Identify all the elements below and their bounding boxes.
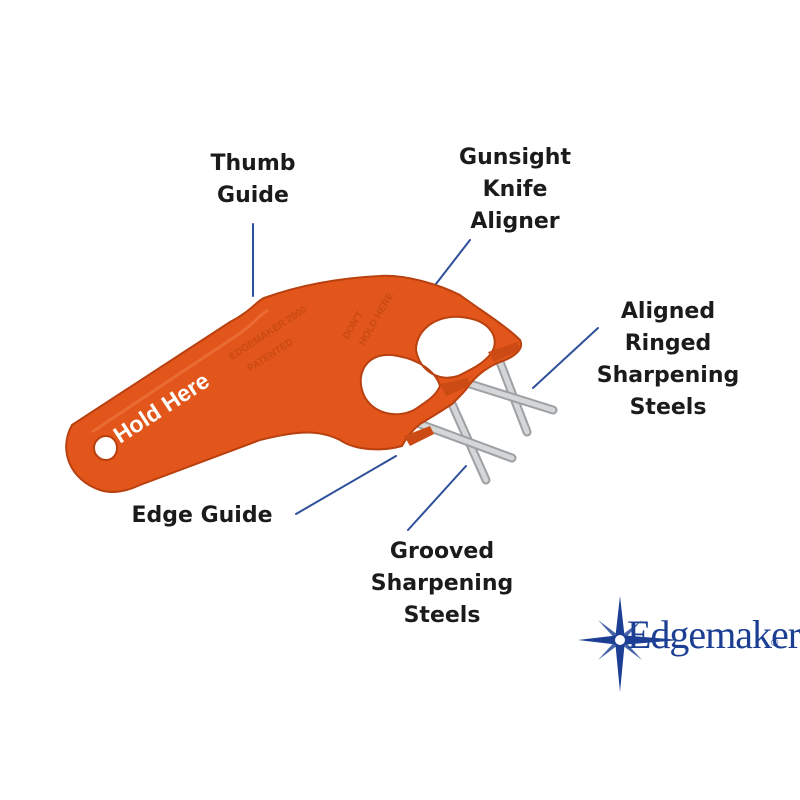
- label-aligned-line-4: Steels: [629, 395, 707, 420]
- edgemaker-logo: Edgemaker ®: [578, 596, 800, 692]
- leader-line-edge-guide: [295, 455, 397, 515]
- sharpening-steels: [415, 357, 558, 485]
- label-thumb-guide-line-2: Guide: [217, 183, 289, 208]
- label-grooved-steels: Grooved Sharpening Steels: [352, 536, 532, 632]
- sharpener-body: Hold Here EDGEMAKER 2000 PATENTED DON'T …: [65, 274, 523, 494]
- label-aligned-steels: Aligned Ringed Sharpening Steels: [580, 296, 756, 424]
- label-gunsight-line-1: Gunsight: [459, 145, 571, 170]
- leader-line-aligned-steels: [532, 327, 599, 389]
- label-gunsight-line-3: Aligner: [470, 209, 560, 234]
- label-grooved-line-2: Sharpening: [370, 571, 514, 596]
- guide-tab-upper: [488, 342, 520, 362]
- grooved-steels: [415, 399, 517, 485]
- leader-line-grooved-steels: [407, 465, 467, 531]
- label-aligned-line-1: Aligned: [620, 299, 716, 324]
- aligned-ringed-steels: [465, 357, 558, 437]
- label-grooved-line-3: Steels: [403, 603, 481, 628]
- label-gunsight-line-2: Knife: [482, 177, 548, 202]
- label-gunsight-aligner: Gunsight Knife Aligner: [440, 142, 590, 238]
- label-aligned-line-3: Sharpening: [596, 363, 740, 388]
- label-thumb-guide: Thumb Guide: [190, 148, 316, 212]
- label-edge-guide-line-1: Edge Guide: [131, 503, 273, 528]
- guide-tab-lower: [404, 426, 434, 446]
- guide-tab-middle: [440, 378, 470, 396]
- label-thumb-guide-line-1: Thumb: [210, 151, 296, 176]
- label-edge-guide: Edge Guide: [112, 500, 292, 532]
- star-icon: [578, 596, 680, 692]
- brand-name: Edgemaker: [627, 612, 800, 657]
- brand-registered-mark: ®: [771, 638, 779, 649]
- label-aligned-line-2: Ringed: [624, 331, 712, 356]
- label-grooved-line-1: Grooved: [389, 539, 495, 564]
